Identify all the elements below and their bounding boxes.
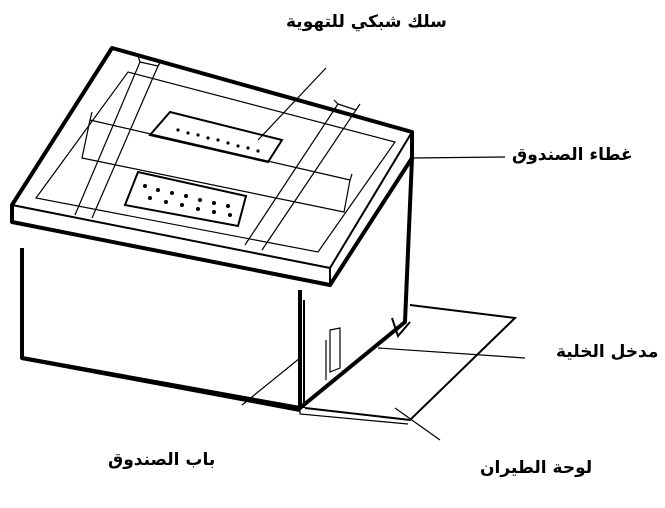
leader-lines bbox=[241, 67, 526, 441]
landing-board bbox=[299, 304, 518, 425]
label-box-door: باب الصندوق bbox=[108, 450, 216, 470]
label-hive-entrance: مدخل الخلية bbox=[556, 342, 659, 362]
label-landing-board: لوحة الطيران bbox=[480, 458, 593, 478]
box-cover bbox=[10, 46, 414, 287]
box-body bbox=[20, 157, 414, 412]
entrance-and-door bbox=[325, 317, 411, 380]
label-ventilation-mesh: سلك شبكي للتهوية bbox=[286, 12, 447, 32]
cover-straps bbox=[74, 55, 361, 251]
ventilation-mesh bbox=[123, 110, 284, 228]
label-box-cover: غطاء الصندوق bbox=[512, 145, 633, 165]
